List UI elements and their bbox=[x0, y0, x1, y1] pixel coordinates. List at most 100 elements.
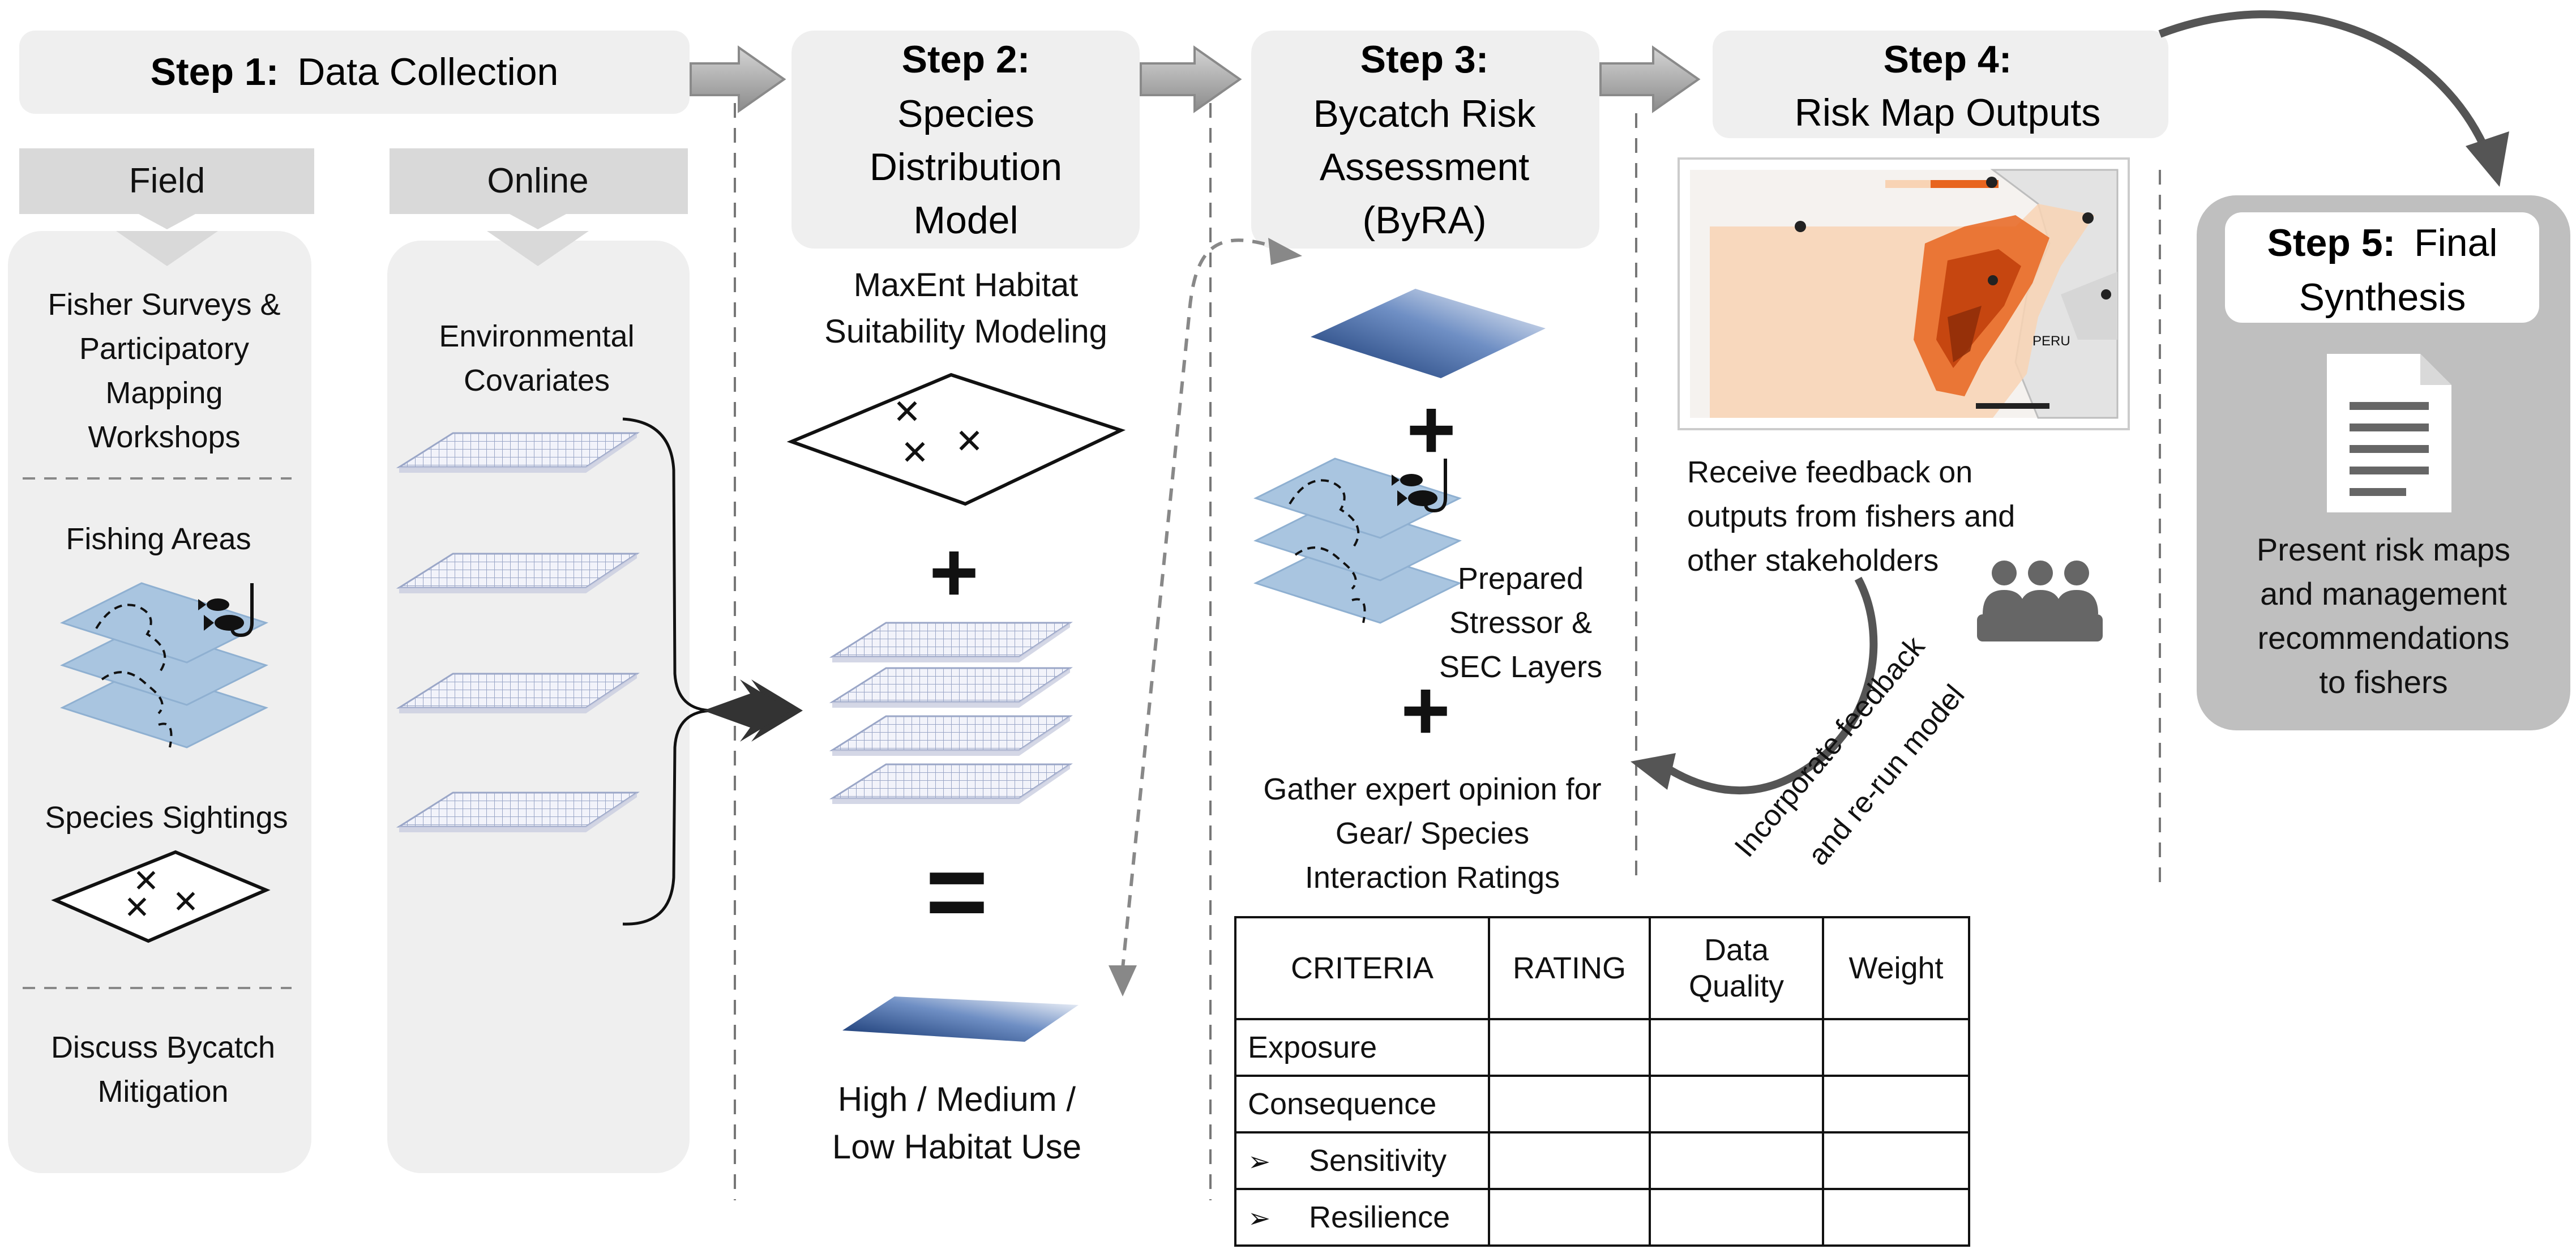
field-label: Field bbox=[129, 161, 205, 200]
stakeholders-group-icon bbox=[1977, 561, 2103, 641]
step5-title-line1: Step 5: Final bbox=[2267, 221, 2497, 264]
field-item-surveys-line4: Workshops bbox=[88, 420, 240, 454]
table-row: Consequence bbox=[1234, 1075, 1970, 1133]
flow-arrow-1-2 bbox=[690, 45, 786, 113]
table-cell[interactable] bbox=[1822, 1131, 1970, 1190]
table-header-criteria: CRITERIA bbox=[1234, 916, 1490, 1020]
table-cell[interactable] bbox=[1649, 1188, 1824, 1247]
stressor-sec-layers-icon bbox=[1255, 457, 1461, 624]
step2-method-line2: Suitability Modeling bbox=[824, 313, 1107, 350]
step4-header: Step 4: Risk Map Outputs bbox=[1713, 31, 2168, 138]
table-row-label: Consequence bbox=[1234, 1075, 1490, 1133]
table-cell[interactable] bbox=[1488, 1018, 1651, 1077]
table-header-weight: Weight bbox=[1822, 916, 1970, 1020]
table-row-label: Exposure bbox=[1234, 1018, 1490, 1077]
step3-plus-2: + bbox=[1401, 662, 1450, 758]
step1-header: Step 1: Data Collection bbox=[19, 31, 690, 114]
step2-equals: = bbox=[926, 832, 989, 952]
field-item-surveys-line2: Participatory bbox=[79, 332, 249, 366]
feedback-loop-label: Incorporate feedback and re-run model bbox=[1728, 630, 1971, 872]
step4-feedback-line2: outputs from fishers and bbox=[1687, 499, 2015, 533]
step1-title-rest: Data Collection bbox=[297, 50, 558, 93]
table-header-row: CRITERIA RATING Data Quality Weight bbox=[1234, 916, 1970, 1020]
online-label: Online bbox=[487, 161, 588, 200]
table-cell[interactable] bbox=[1488, 1131, 1651, 1190]
step3-expert-line2: Gear/ Species bbox=[1336, 816, 1529, 850]
table-cell[interactable] bbox=[1488, 1188, 1651, 1247]
svg-text:✕: ✕ bbox=[173, 884, 199, 919]
maxent-points-map-icon: ✕ ✕ ✕ bbox=[786, 373, 1126, 506]
field-item-surveys-line1: Fisher Surveys & bbox=[48, 288, 280, 322]
step4-title-line1: Risk Map Outputs bbox=[1795, 91, 2100, 134]
step3-expert-line3: Interaction Ratings bbox=[1305, 861, 1560, 895]
table-header-rating: RATING bbox=[1488, 916, 1651, 1020]
step2-title-line2: Distribution bbox=[870, 146, 1062, 189]
table-row: Sensitivity bbox=[1234, 1131, 1970, 1190]
step4-feedback: Receive feedback on outputs from fishers… bbox=[1687, 455, 2015, 578]
table-row: Exposure bbox=[1234, 1018, 1970, 1077]
step3-title-line1: Bycatch Risk bbox=[1313, 92, 1537, 135]
step3-expert-line1: Gather expert opinion for bbox=[1263, 772, 1601, 806]
online-panel: Environmental Covariates bbox=[387, 231, 690, 1173]
online-item-line2: Covariates bbox=[464, 363, 610, 397]
step2-output-line2: Low Habitat Use bbox=[832, 1128, 1081, 1166]
step3-header: Step 3: Bycatch Risk Assessment (ByRA) bbox=[1251, 31, 1599, 249]
svg-text:✕: ✕ bbox=[955, 422, 983, 460]
field-item-fishing-areas: Fishing Areas bbox=[66, 522, 251, 556]
fishing-areas-layers-icon bbox=[61, 582, 267, 748]
feedback-loop-arrow bbox=[1631, 576, 1878, 794]
separators bbox=[734, 103, 2161, 1200]
table-cell[interactable] bbox=[1822, 1075, 1970, 1133]
step2-output-line1: High / Medium / bbox=[838, 1080, 1076, 1118]
table-cell[interactable] bbox=[1649, 1131, 1824, 1190]
step3-title-bold: Step 3: bbox=[1360, 38, 1489, 81]
brace-arrow bbox=[622, 417, 803, 926]
field-item-surveys-line3: Mapping bbox=[105, 376, 222, 410]
stacked-covariate-layers-icon bbox=[831, 622, 1071, 805]
svg-text:✕: ✕ bbox=[893, 393, 921, 431]
step2-method-line1: MaxEnt Habitat bbox=[854, 267, 1079, 303]
flow-arrow-2-3 bbox=[1140, 45, 1242, 113]
table-row-label-sub: Resilience bbox=[1234, 1188, 1490, 1247]
step4-feedback-line1: Receive feedback on bbox=[1687, 455, 1972, 489]
curved-arrow-4-5 bbox=[2158, 10, 2509, 187]
online-tab: Online bbox=[390, 148, 688, 229]
step2-content: MaxEnt Habitat Suitability Modeling ✕ ✕ … bbox=[786, 267, 1126, 1166]
step3-content: + Prepared Stressor & SEC Layers + Gathe… bbox=[1255, 289, 1602, 895]
step5-text-line1: Present risk maps bbox=[2257, 532, 2510, 567]
table-header-data-quality-label: Data Quality bbox=[1688, 933, 1785, 1003]
step4-title-bold: Step 4: bbox=[1884, 38, 2012, 81]
fish-hook-icon bbox=[1392, 459, 1447, 513]
habitat-use-gradient-layer bbox=[842, 996, 1079, 1042]
fish-hook-icon bbox=[198, 583, 254, 638]
document-icon bbox=[2327, 354, 2451, 512]
step5-panel: Step 5: Final Synthesis Present risk map… bbox=[2197, 195, 2570, 730]
sdm-output-layer-icon bbox=[1311, 289, 1546, 378]
field-panel: Fisher Surveys & Participatory Mapping W… bbox=[8, 231, 311, 1173]
table-row-label-sub: Sensitivity bbox=[1234, 1131, 1490, 1190]
risk-map-output: PERU bbox=[1678, 157, 2130, 430]
step2-header: Step 2: Species Distribution Model bbox=[791, 31, 1140, 249]
table-cell[interactable] bbox=[1488, 1075, 1651, 1133]
step2-plus: + bbox=[929, 524, 979, 619]
step3-layers-line2: Stressor & bbox=[1449, 606, 1592, 640]
table-cell[interactable] bbox=[1822, 1018, 1970, 1077]
field-tab: Field bbox=[19, 148, 314, 229]
step3-layers-line1: Prepared bbox=[1458, 562, 1584, 596]
table-header-data-quality: Data Quality bbox=[1649, 916, 1824, 1020]
step3-title-line3: (ByRA) bbox=[1362, 199, 1486, 242]
step4-feedback-line3: other stakeholders bbox=[1687, 544, 1939, 578]
table-cell[interactable] bbox=[1649, 1018, 1824, 1077]
online-item-line1: Environmental bbox=[439, 319, 634, 353]
sightings-map-icon: ✕ ✕ ✕ bbox=[51, 850, 271, 943]
step3-title-line2: Assessment bbox=[1320, 146, 1529, 189]
table-cell[interactable] bbox=[1822, 1188, 1970, 1247]
field-item-species-sightings: Species Sightings bbox=[45, 801, 288, 835]
step5-text-line3: recommendations bbox=[2257, 620, 2509, 656]
step5-text-line4: to fishers bbox=[2319, 664, 2447, 700]
table-row: Resilience bbox=[1234, 1188, 1970, 1247]
field-item-bycatch-line1: Discuss Bycatch bbox=[51, 1030, 275, 1064]
step2-title-bold: Step 2: bbox=[902, 38, 1030, 81]
table-cell[interactable] bbox=[1649, 1075, 1824, 1133]
map-country-label: PERU bbox=[2032, 333, 2070, 349]
